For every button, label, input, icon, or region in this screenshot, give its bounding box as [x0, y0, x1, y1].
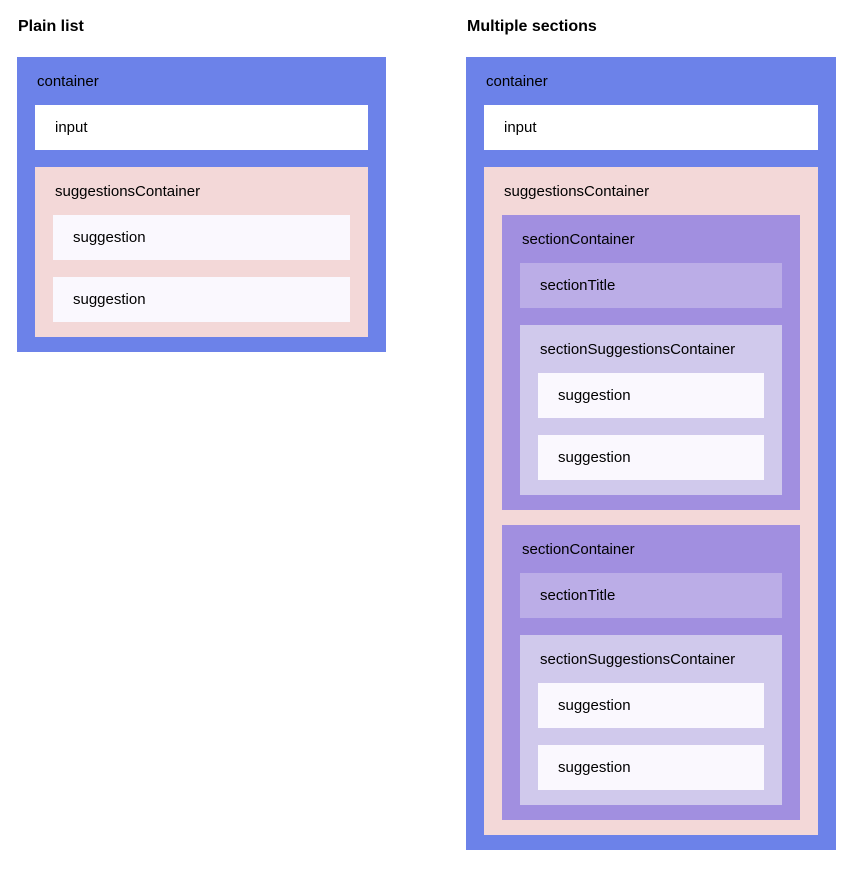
- suggestions-list: suggestion suggestion: [53, 215, 350, 322]
- suggestions-list: suggestion suggestion: [538, 683, 764, 790]
- suggestion-label: suggestion: [558, 387, 631, 404]
- container-label: container: [486, 73, 548, 90]
- container-content: input suggestionsContainer suggestion su…: [35, 105, 368, 337]
- section-title-box: sectionTitle: [520, 263, 782, 308]
- plain-list-panel: Plain list container input suggestionsCo…: [17, 17, 386, 352]
- section-title-box: sectionTitle: [520, 573, 782, 618]
- input-box: input: [484, 105, 818, 150]
- container-box: container input suggestionsContainer sec…: [466, 57, 836, 850]
- section-container-label: sectionContainer: [522, 541, 635, 558]
- panel-title: Multiple sections: [467, 18, 597, 35]
- suggestion-box: suggestion: [53, 277, 350, 322]
- suggestion-label: suggestion: [558, 449, 631, 466]
- suggestion-box: suggestion: [538, 683, 764, 728]
- input-label: input: [504, 119, 537, 136]
- suggestion-box: suggestion: [538, 435, 764, 480]
- container-box: container input suggestionsContainer sug…: [17, 57, 386, 352]
- container-content: input suggestionsContainer sectionContai…: [484, 105, 818, 835]
- section-suggestions-container-label: sectionSuggestionsContainer: [540, 341, 736, 358]
- suggestions-container-box: suggestionsContainer suggestion suggesti…: [35, 167, 368, 337]
- suggestion-label: suggestion: [73, 229, 146, 246]
- input-label: input: [55, 119, 88, 136]
- suggestion-label: suggestion: [73, 291, 146, 308]
- section-title-label: sectionTitle: [540, 587, 616, 604]
- multiple-sections-panel: Multiple sections container input sugges…: [466, 17, 836, 850]
- section-content: sectionTitle sectionSuggestionsContainer…: [520, 263, 782, 495]
- suggestions-container-box: suggestionsContainer sectionContainer se…: [484, 167, 818, 835]
- section-suggestions-container-box: sectionSuggestionsContainer suggestion s…: [520, 325, 782, 495]
- panel-title: Plain list: [18, 18, 84, 35]
- suggestion-label: suggestion: [558, 759, 631, 776]
- suggestion-box: suggestion: [538, 745, 764, 790]
- section-container-box: sectionContainer sectionTitle sectionSug…: [502, 525, 800, 820]
- section-title-label: sectionTitle: [540, 277, 616, 294]
- suggestion-box: suggestion: [538, 373, 764, 418]
- section-container-label: sectionContainer: [522, 231, 635, 248]
- section-container-box: sectionContainer sectionTitle sectionSug…: [502, 215, 800, 510]
- suggestions-container-label: suggestionsContainer: [55, 183, 201, 200]
- suggestion-box: suggestion: [53, 215, 350, 260]
- suggestion-label: suggestion: [558, 697, 631, 714]
- container-label: container: [37, 73, 99, 90]
- suggestions-list: suggestion suggestion: [538, 373, 764, 480]
- input-box: input: [35, 105, 368, 150]
- section-content: sectionTitle sectionSuggestionsContainer…: [520, 573, 782, 805]
- section-suggestions-container-box: sectionSuggestionsContainer suggestion s…: [520, 635, 782, 805]
- section-suggestions-container-label: sectionSuggestionsContainer: [540, 651, 736, 668]
- suggestions-container-label: suggestionsContainer: [504, 183, 650, 200]
- sections-list: sectionContainer sectionTitle sectionSug…: [502, 215, 800, 820]
